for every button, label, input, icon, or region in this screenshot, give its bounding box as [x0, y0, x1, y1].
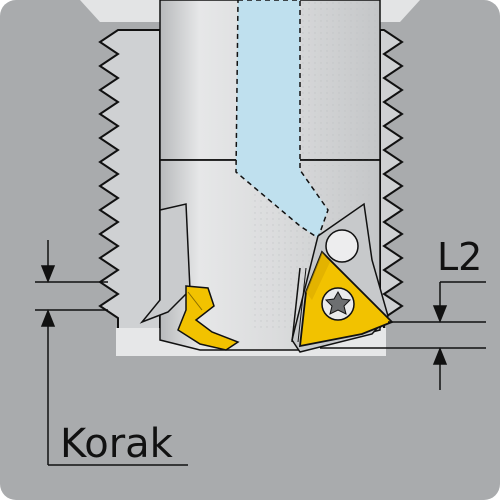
thread-profile-left — [98, 29, 161, 331]
bore-chamfer-left — [80, 0, 160, 22]
insert-left — [177, 285, 240, 351]
thread-profile-right — [379, 29, 404, 331]
clamp-pin — [325, 229, 359, 263]
chip-flute-left — [139, 203, 191, 324]
arrow-icon — [40, 308, 56, 327]
insert-right-facet — [306, 252, 330, 300]
torx-screw-icon — [321, 287, 355, 321]
insert-left-edge — [187, 291, 203, 311]
arrow-icon — [432, 346, 448, 365]
insert-clamp-line — [291, 267, 301, 343]
insert-clamp-line-inner — [297, 267, 307, 343]
bore-chamfer-right — [380, 0, 420, 22]
coolant-channel — [235, 0, 329, 240]
arrow-icon — [40, 265, 56, 284]
tool-shank-texture — [300, 0, 380, 160]
korak-dimension — [35, 240, 188, 466]
l2-dimension — [320, 281, 486, 390]
label-korak: Korak — [60, 421, 173, 467]
label-l2: L2 — [437, 235, 483, 279]
arrow-icon — [432, 305, 448, 324]
